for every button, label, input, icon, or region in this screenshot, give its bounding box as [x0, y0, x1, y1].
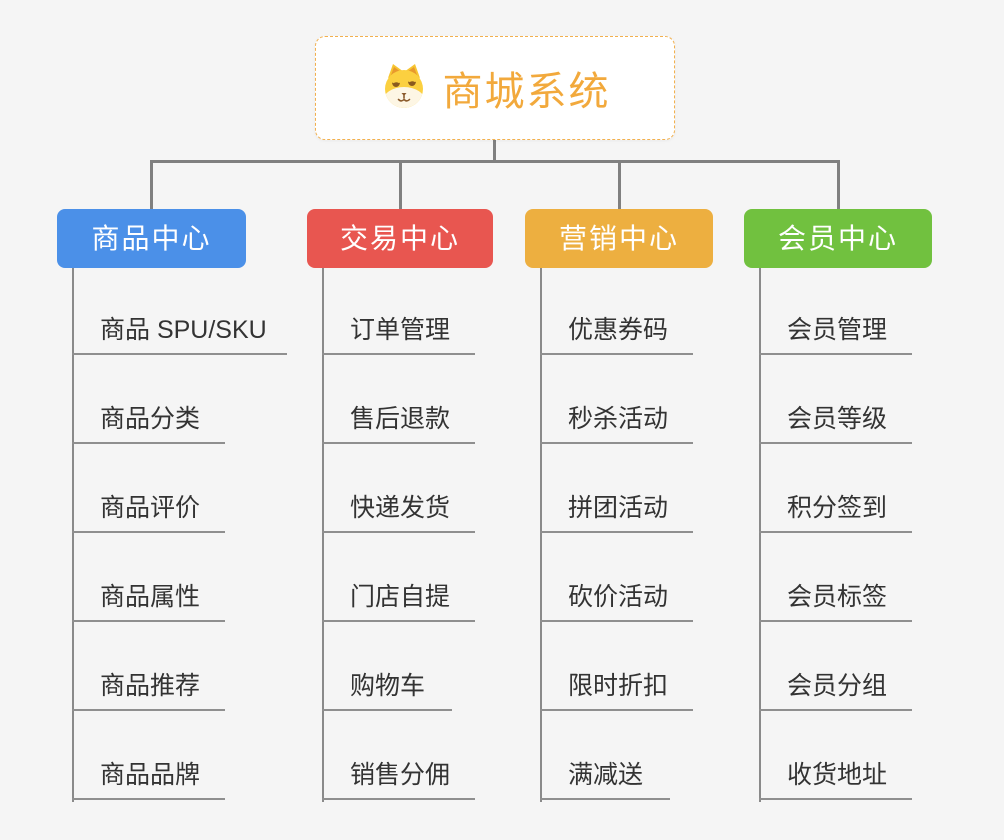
root-title: 商城系统 — [442, 70, 611, 114]
leaf-node[interactable]: 购物车 — [322, 669, 452, 711]
root-node[interactable]: 商城系统 — [315, 36, 675, 140]
connector-root-drop — [493, 140, 496, 162]
leaf-node[interactable]: 会员分组 — [759, 669, 912, 711]
leaf-node[interactable]: 商品 SPU/SKU — [72, 313, 287, 355]
branch-trunk-line — [540, 268, 542, 802]
connector-drop-4 — [837, 160, 840, 209]
connector-horizontal — [150, 160, 840, 163]
leaf-node[interactable]: 收货地址 — [759, 758, 912, 800]
leaf-node[interactable]: 商品推荐 — [72, 669, 225, 711]
leaf-node[interactable]: 会员标签 — [759, 580, 912, 622]
leaf-node[interactable]: 限时折扣 — [540, 669, 693, 711]
leaf-node[interactable]: 商品品牌 — [72, 758, 225, 800]
branch-trunk-line — [72, 268, 74, 802]
branch-node-products[interactable]: 商品中心 — [57, 209, 246, 268]
leaf-node[interactable]: 售后退款 — [322, 402, 475, 444]
leaf-node[interactable]: 会员等级 — [759, 402, 912, 444]
branch-node-marketing[interactable]: 营销中心 — [525, 209, 713, 268]
leaf-node[interactable]: 快递发货 — [322, 491, 475, 533]
leaf-node[interactable]: 销售分佣 — [322, 758, 475, 800]
leaf-node[interactable]: 商品属性 — [72, 580, 225, 622]
leaf-node[interactable]: 商品评价 — [72, 491, 225, 533]
leaf-node[interactable]: 秒杀活动 — [540, 402, 693, 444]
leaf-node[interactable]: 门店自提 — [322, 580, 475, 622]
leaf-node[interactable]: 会员管理 — [759, 313, 912, 355]
branch-trunk-line — [759, 268, 761, 802]
connector-drop-3 — [618, 160, 621, 209]
leaf-node[interactable]: 满减送 — [540, 758, 670, 800]
branch-trunk-line — [322, 268, 324, 802]
dog-icon — [380, 62, 428, 115]
leaf-node[interactable]: 拼团活动 — [540, 491, 693, 533]
branch-node-members[interactable]: 会员中心 — [744, 209, 932, 268]
leaf-node[interactable]: 商品分类 — [72, 402, 225, 444]
leaf-node[interactable]: 订单管理 — [322, 313, 475, 355]
connector-drop-1 — [150, 160, 153, 209]
branch-node-trade[interactable]: 交易中心 — [307, 209, 493, 268]
leaf-node[interactable]: 积分签到 — [759, 491, 912, 533]
leaf-node[interactable]: 砍价活动 — [540, 580, 693, 622]
connector-drop-2 — [399, 160, 402, 209]
leaf-node[interactable]: 优惠券码 — [540, 313, 693, 355]
